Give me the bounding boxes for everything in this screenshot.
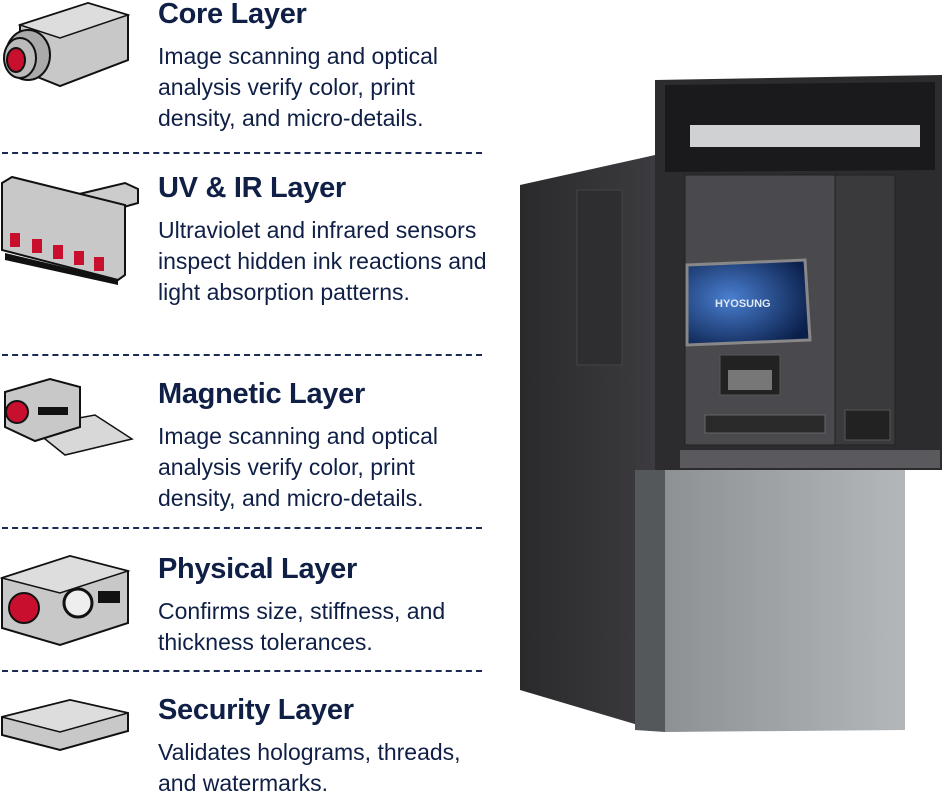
atm-illustration: HYOSUNG xyxy=(520,75,942,732)
layer-description: Confirms size, stiffness, and thickness … xyxy=(158,598,446,655)
magnetic-reader-icon xyxy=(4,377,134,456)
layer-magnetic: Magnetic Layer Image scanning and optica… xyxy=(0,370,484,520)
divider xyxy=(2,527,482,529)
layer-uv-ir: UV & IR Layer Ultraviolet and infrared s… xyxy=(0,170,487,350)
physical-sensor-icon xyxy=(0,554,131,647)
layer-title: Core Layer xyxy=(158,0,307,30)
atm-screen-brand: HYOSUNG xyxy=(715,298,771,310)
divider xyxy=(2,670,482,672)
layer-physical: Physical Layer Confirms size, stiffness,… xyxy=(0,545,484,665)
layer-description: Image scanning and optical analysis veri… xyxy=(158,43,439,131)
divider xyxy=(2,354,482,356)
layer-title: Physical Layer xyxy=(158,553,357,585)
layer-description: Ultraviolet and infrared sensors inspect… xyxy=(158,217,487,305)
layer-title: UV & IR Layer xyxy=(158,172,346,204)
uv-ir-sensor-icon xyxy=(0,175,139,285)
layer-core: Core Layer Image scanning and optical an… xyxy=(0,0,484,150)
layer-description: Image scanning and optical analysis veri… xyxy=(158,423,439,511)
camera-icon xyxy=(3,1,131,88)
layer-security: Security Layer Validates holograms, thre… xyxy=(0,690,484,798)
layer-description: Validates holograms, threads, and waterm… xyxy=(158,739,461,796)
security-module-icon xyxy=(0,698,129,752)
layer-title: Magnetic Layer xyxy=(158,378,365,410)
layer-title: Security Layer xyxy=(158,694,354,726)
divider xyxy=(2,152,482,154)
